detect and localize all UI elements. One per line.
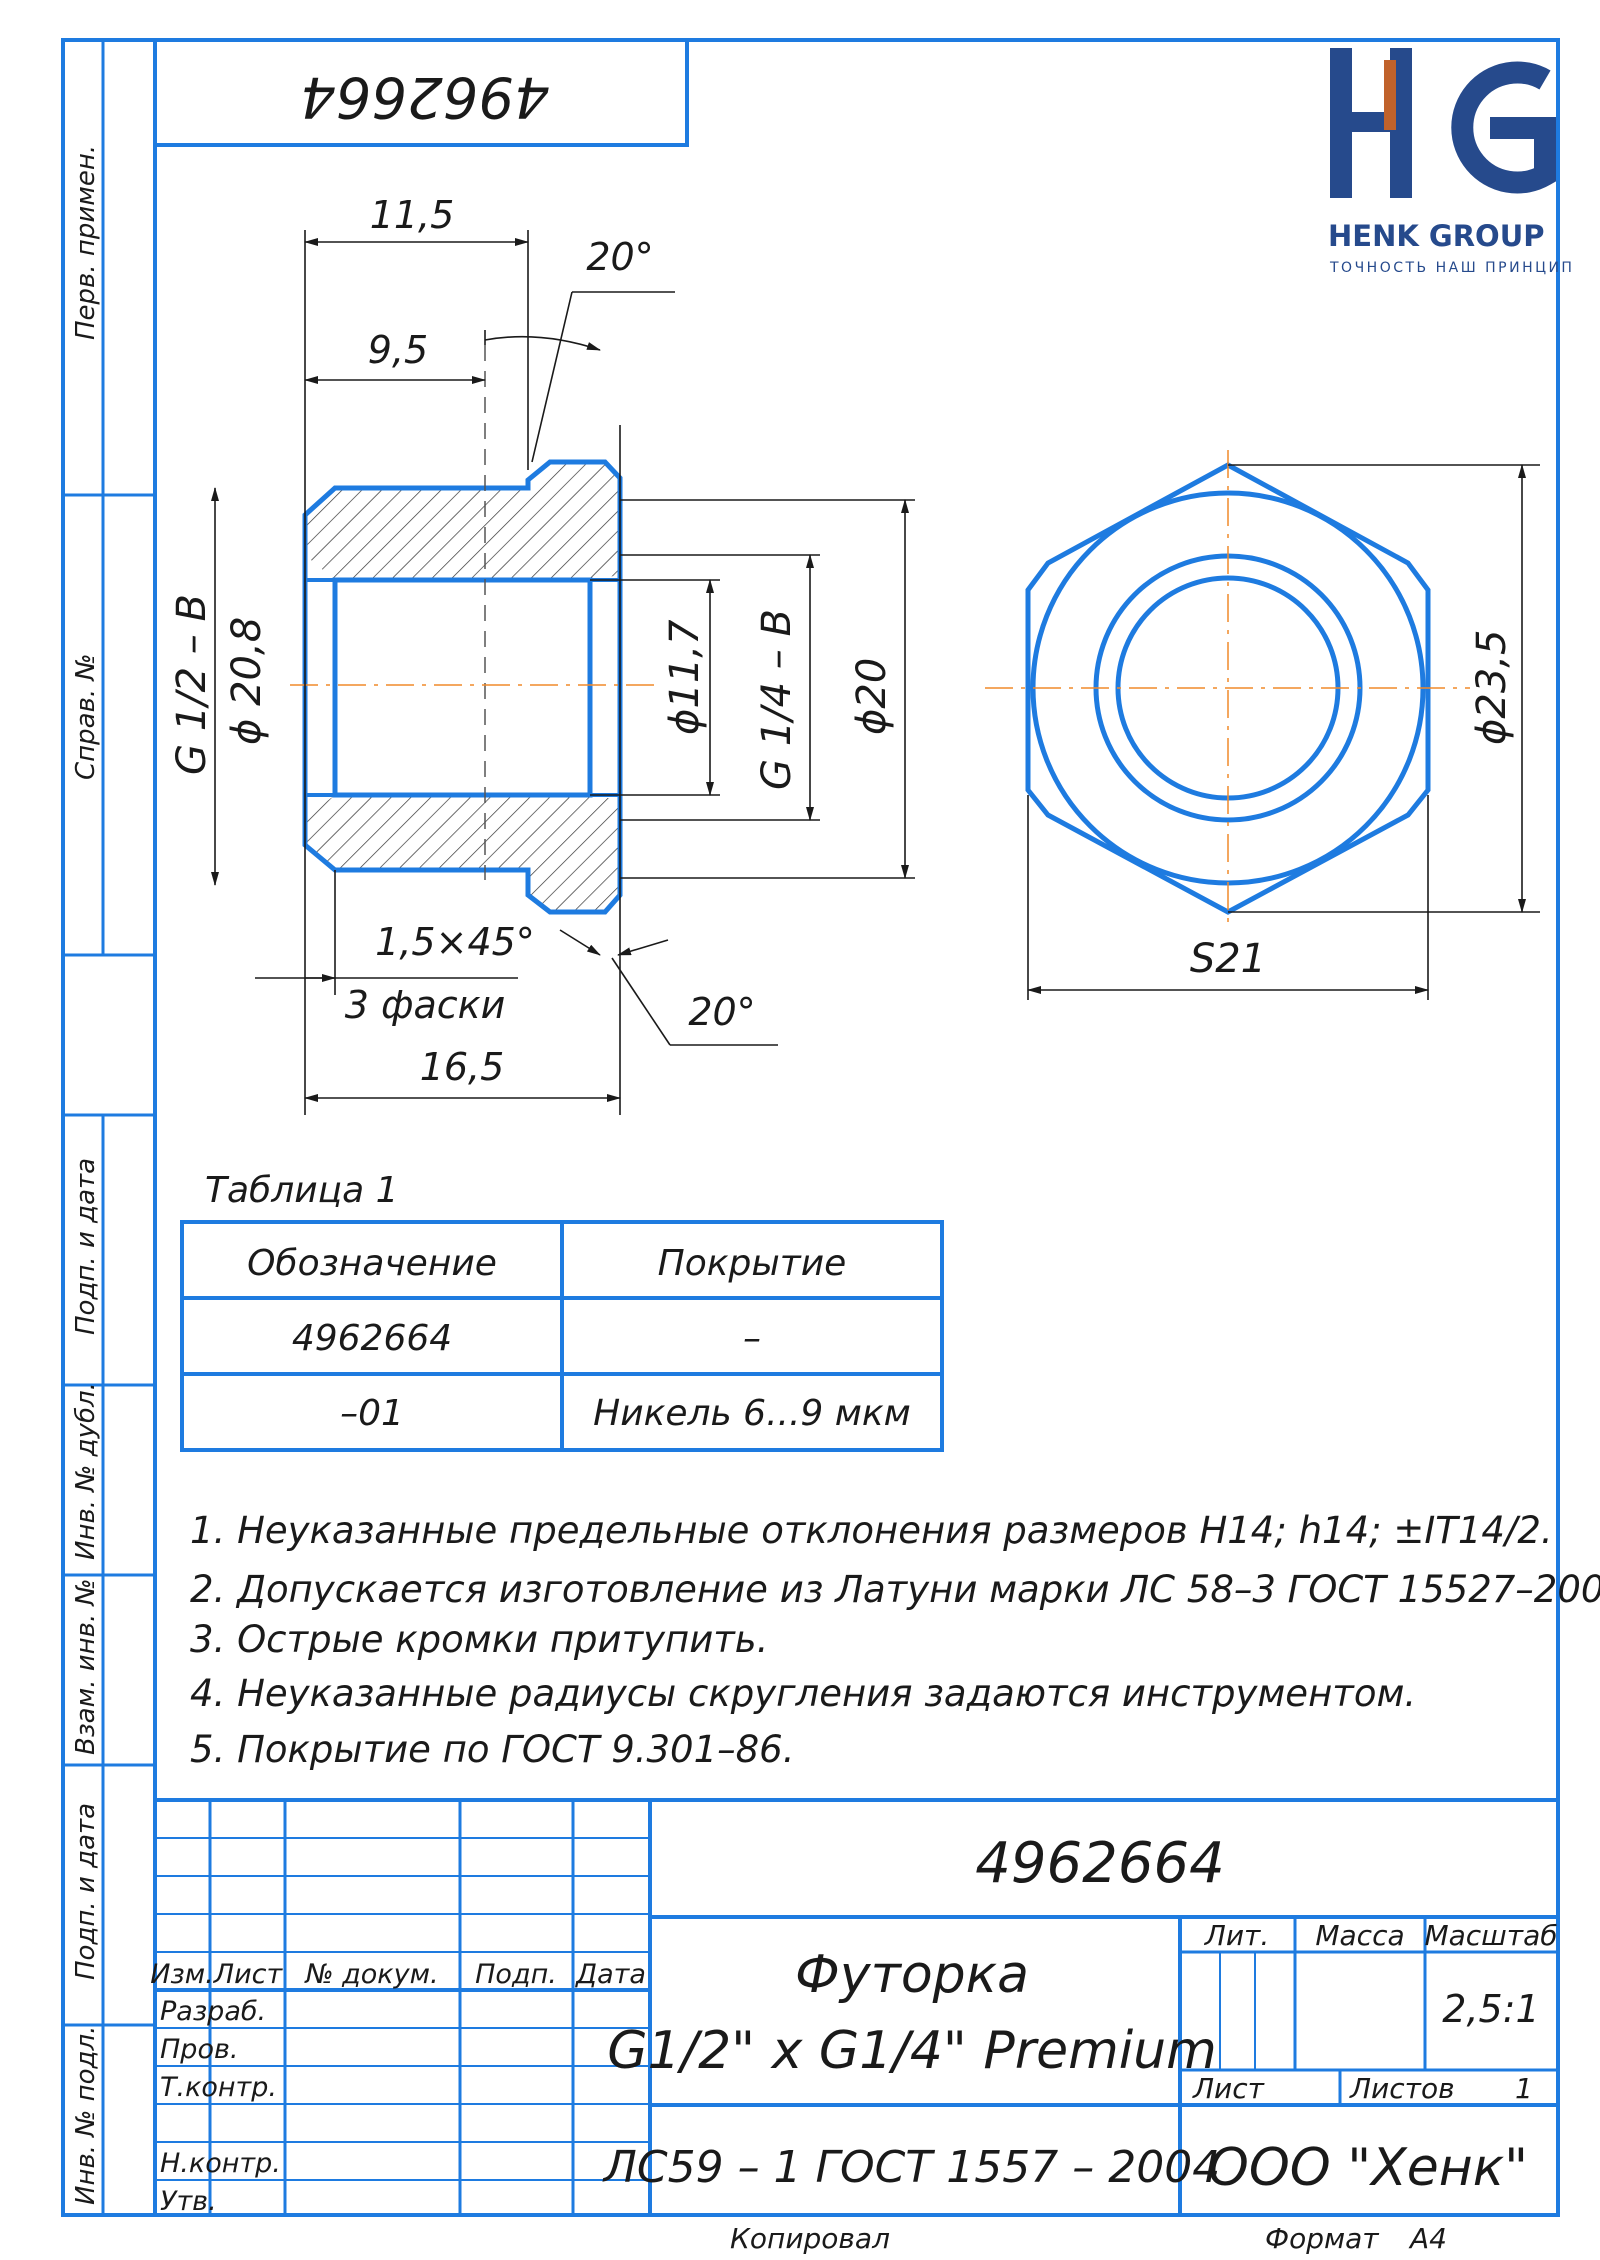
role-nkontr: Н.контр. — [160, 2148, 281, 2179]
table-cell: 4962664 — [292, 1318, 452, 1359]
table-cell: – — [743, 1318, 761, 1359]
sheets-label: Листов — [1349, 2072, 1455, 2105]
dim-dia-bore: ϕ11,7 — [662, 619, 708, 735]
part-name-1: Футорка — [795, 1945, 1029, 2005]
side-labels: Перв. примен. Справ. № Подп. и дата Инв.… — [71, 145, 101, 2205]
mass-label: Масса — [1315, 1919, 1404, 1952]
section-view — [290, 345, 660, 915]
side-label-podp-data-1: Подп. и дата — [71, 1158, 101, 1335]
role-razrab: Разраб. — [160, 1996, 266, 2027]
dim-hex-dia: ϕ23,5 — [1469, 630, 1515, 745]
table-title: Таблица 1 — [205, 1170, 399, 1211]
side-label-podp-data-2: Подп. и дата — [71, 1803, 101, 1980]
dimensions: 11,5 9,5 20° G 1/2 – B ϕ 20,8 ϕ11,7 G 1/… — [169, 193, 1540, 1115]
dim-angle-top: 20° — [586, 235, 653, 279]
side-label-sprav: Справ. № — [71, 654, 101, 780]
role-tkontr: Т.контр. — [160, 2072, 277, 2103]
technical-notes: 1. Неуказанные предельные отклонения раз… — [190, 1509, 1600, 1771]
sheets-count: 1 — [1515, 2072, 1533, 2105]
sheet-label: Лист — [1192, 2072, 1265, 2105]
side-label-vzam-inv: Взам. инв. № — [71, 1578, 101, 1755]
footer-format-label: Формат — [1265, 2222, 1379, 2255]
table-header-coating: Покрытие — [658, 1243, 847, 1284]
title-code: 4962664 — [975, 1831, 1224, 1896]
scale-value: 2,5:1 — [1442, 1987, 1539, 2031]
title-block: Изм. Лист № докум. Подп. Дата Разраб. Пр… — [150, 1798, 1558, 2217]
top-code: 4962664 — [300, 64, 549, 129]
note-4: 4. Неуказанные радиусы скругления задают… — [190, 1672, 1416, 1715]
dim-dia-small: ϕ20 — [849, 658, 895, 735]
sheet-frame — [61, 38, 1560, 2217]
company: ООО "Хенк" — [1208, 2138, 1528, 2198]
note-3: 3. Острые кромки притупить. — [190, 1618, 768, 1661]
side-label-inv-podl: Инв. № подл. — [71, 2026, 101, 2205]
hex-view — [985, 450, 1470, 930]
col-date: Дата — [575, 1959, 646, 1990]
scale-label: Масштаб — [1424, 1919, 1557, 1952]
dim-chamfer: 1,5×45° — [375, 920, 535, 964]
footer-copied: Копировал — [730, 2222, 890, 2255]
note-5: 5. Покрытие по ГОСТ 9.301–86. — [190, 1728, 794, 1771]
dim-angle-bottom: 20° — [688, 990, 755, 1034]
logo-slogan: ТОЧНОСТЬ НАШ ПРИНЦИП — [1329, 260, 1574, 276]
part-name-2: G1/2" x G1/4" Premium — [607, 2021, 1217, 2081]
dim-inner-len: 9,5 — [368, 328, 428, 372]
material: ЛС59 – 1 ГОСТ 1557 – 2004 — [602, 2142, 1220, 2193]
lit-label: Лит. — [1204, 1919, 1269, 1952]
note-1: 1. Неуказанные предельные отклонения раз… — [190, 1509, 1553, 1552]
coating-table: Таблица 1 Обозначение Покрытие 4962664 –… — [180, 1170, 944, 1452]
col-podp: Подп. — [475, 1959, 557, 1990]
side-label-perv-primen: Перв. примен. — [71, 145, 101, 340]
note-2: 2. Допускается изготовление из Латуни ма… — [190, 1568, 1600, 1611]
side-label-inv-dubl: Инв. № дубл. — [71, 1382, 101, 1560]
footer: Копировал Формат А4 — [730, 2222, 1447, 2255]
top-code-box: 4962664 — [153, 38, 689, 147]
col-izm: Изм. — [150, 1959, 214, 1990]
dim-thread-big: G 1/2 – B — [169, 594, 215, 775]
dim-top-len: 11,5 — [370, 193, 455, 237]
col-list: Лист — [213, 1959, 284, 1990]
dim-thread-small: G 1/4 – B — [754, 609, 800, 790]
dim-chamfers-count: 3 фаски — [345, 983, 506, 1027]
footer-format: А4 — [1408, 2222, 1447, 2255]
role-prov: Пров. — [160, 2034, 238, 2065]
logo-name: HENK GROUP — [1328, 219, 1545, 253]
table-header-designation: Обозначение — [247, 1243, 497, 1284]
dim-dia-big: ϕ 20,8 — [224, 617, 270, 745]
table-cell: Никель 6...9 мкм — [593, 1393, 911, 1434]
table-cell: –01 — [340, 1393, 404, 1434]
dim-total-len: 16,5 — [420, 1045, 505, 1089]
col-doc: № докум. — [303, 1959, 438, 1990]
logo: HENK GROUP ТОЧНОСТЬ НАШ ПРИНЦИП — [1328, 48, 1574, 276]
role-utv: Утв. — [160, 2186, 217, 2217]
dim-hex-size: S21 — [1190, 936, 1266, 982]
